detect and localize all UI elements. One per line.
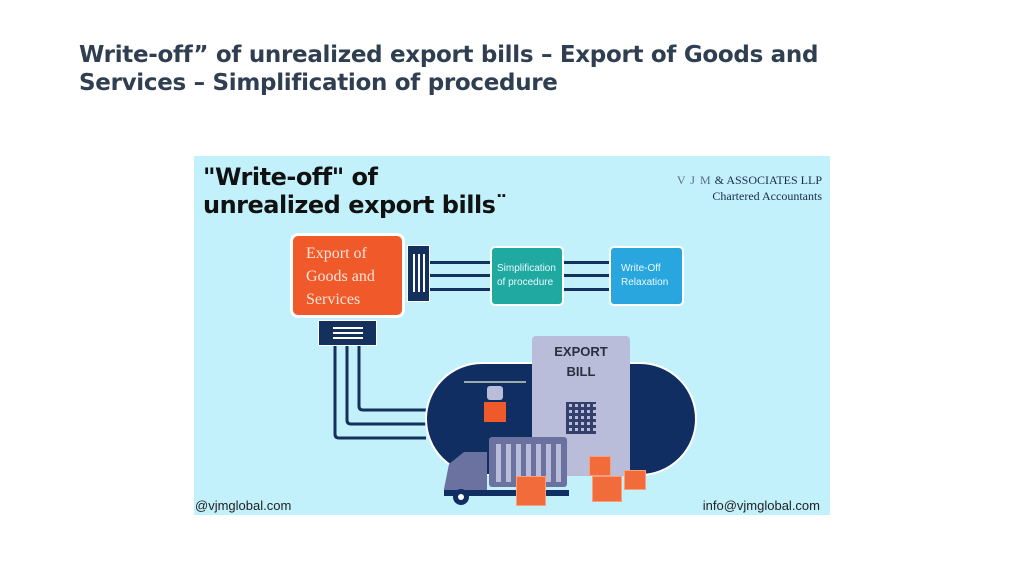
firm-subtitle: Chartered Accountants — [712, 189, 822, 203]
doc-line-2: BILL — [566, 364, 596, 379]
firm-initials: V J M — [676, 173, 712, 187]
writeoff-relaxation-box: Write-Off Relaxation — [609, 246, 684, 306]
connector-line — [564, 288, 609, 291]
package-box-icon — [592, 476, 622, 502]
simplification-box: Simplification of procedure — [490, 246, 564, 306]
doc-line-1: EXPORT — [554, 344, 608, 359]
firm-name: & ASSOCIATES LLP — [714, 173, 822, 187]
connector-block-icon — [407, 245, 430, 302]
footer-email: info@vjmglobal.com — [702, 498, 820, 513]
headline-line-1: "Write-off" of — [203, 163, 378, 191]
package-box-icon — [516, 476, 546, 506]
wires-icon — [333, 346, 426, 440]
connector-line — [564, 261, 609, 264]
export-goods-box: Export of Goods and Services — [290, 233, 405, 318]
connector-line — [430, 288, 490, 291]
footer-website: @vjmglobal.com — [195, 498, 292, 513]
truck-icon — [444, 437, 569, 505]
package-box-icon — [589, 456, 611, 476]
connector-line — [430, 261, 490, 264]
connector-block-icon — [318, 320, 377, 346]
slide-title: Write-off” of unrealized export bills – … — [79, 42, 819, 96]
headline-line-2: unrealized export bills¨ — [203, 191, 507, 219]
connector-line — [430, 274, 490, 277]
package-box-icon — [624, 470, 646, 490]
firm-logo: V J M & ASSOCIATES LLP Chartered Account… — [677, 172, 822, 204]
connector-line — [564, 274, 609, 277]
infographic: "Write-off" of unrealized export bills¨ … — [194, 156, 830, 515]
qr-code-icon — [566, 402, 596, 434]
drone-icon — [464, 381, 526, 422]
figure-headline: "Write-off" of unrealized export bills¨ — [203, 163, 507, 219]
